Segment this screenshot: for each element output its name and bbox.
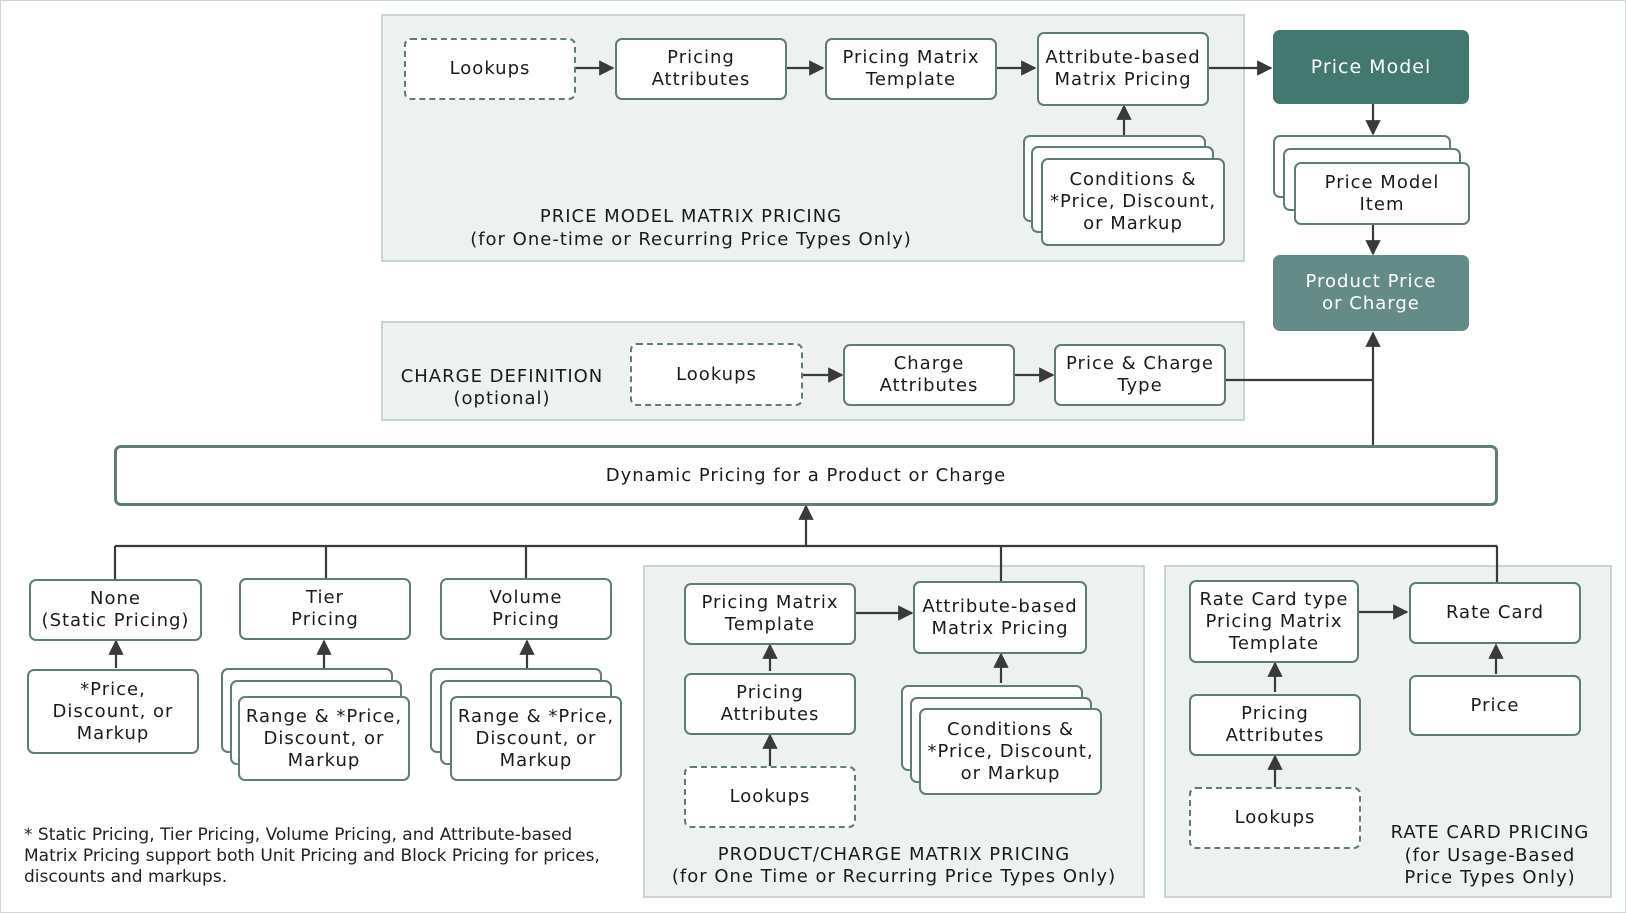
pmm-panel-subtitle: (for One-time or Recurring Price Types O…	[470, 229, 912, 250]
pcm-panel-title: PRODUCT/CHARGE MATRIX PRICING	[717, 844, 1071, 865]
pmm-pricing-attributes-box: Pricing Attributes	[615, 38, 787, 100]
tier-range-price-box: Range & *Price, Discount, or Markup	[238, 696, 410, 781]
rc-pricing-attributes-box: Pricing Attributes	[1189, 694, 1361, 756]
rc-price-box: Price	[1409, 675, 1581, 736]
rc-panel-subtitle: (for Usage-Based Price Types Only)	[1404, 845, 1576, 888]
cd-charge-attributes-box: Charge Attributes	[843, 344, 1015, 406]
pcm-pricing-attributes-box: Pricing Attributes	[684, 673, 856, 735]
pmm-lookups-box: Lookups	[404, 38, 576, 100]
dynamic-pricing-box: Dynamic Pricing for a Product or Charge	[114, 445, 1498, 506]
footnote: * Static Pricing, Tier Pricing, Volume P…	[24, 825, 600, 887]
pmm-attribute-based-box: Attribute-based Matrix Pricing	[1037, 32, 1209, 106]
none-static-pricing-box: None (Static Pricing)	[29, 579, 202, 641]
pcm-attribute-based-box: Attribute-based Matrix Pricing	[913, 581, 1087, 654]
rc-template-box: Rate Card type Pricing Matrix Template	[1189, 580, 1359, 663]
pcm-conditions-box: Conditions & *Price, Discount, or Markup	[919, 708, 1102, 795]
pcm-lookups-box: Lookups	[684, 766, 856, 828]
pmm-conditions-box: Conditions & *Price, Discount, or Markup	[1041, 158, 1225, 246]
cd-panel-subtitle: (optional)	[453, 388, 551, 409]
pmm-pricing-matrix-template-box: Pricing Matrix Template	[825, 38, 997, 100]
pcm-panel-subtitle: (for One Time or Recurring Price Types O…	[671, 866, 1117, 887]
product-price-or-charge-box: Product Price or Charge	[1273, 255, 1469, 331]
pcm-pricing-matrix-template-box: Pricing Matrix Template	[684, 583, 856, 645]
price-model-box: Price Model	[1273, 30, 1469, 104]
cd-lookups-box: Lookups	[630, 343, 803, 406]
tier-pricing-box: Tier Pricing	[239, 578, 411, 640]
cd-price-charge-type-box: Price & Charge Type	[1054, 344, 1226, 406]
rate-card-box: Rate Card	[1409, 582, 1581, 644]
rc-panel-title: RATE CARD PRICING	[1390, 822, 1590, 843]
static-price-discount-markup-box: *Price, Discount, or Markup	[27, 669, 199, 754]
pmm-panel-title: PRICE MODEL MATRIX PRICING	[539, 206, 843, 227]
volume-pricing-box: Volume Pricing	[440, 578, 612, 640]
cd-panel-title: CHARGE DEFINITION	[400, 366, 604, 387]
rc-lookups-box: Lookups	[1189, 787, 1361, 849]
volume-range-price-box: Range & *Price, Discount, or Markup	[450, 696, 622, 781]
price-model-item-box: Price Model Item	[1294, 162, 1470, 225]
